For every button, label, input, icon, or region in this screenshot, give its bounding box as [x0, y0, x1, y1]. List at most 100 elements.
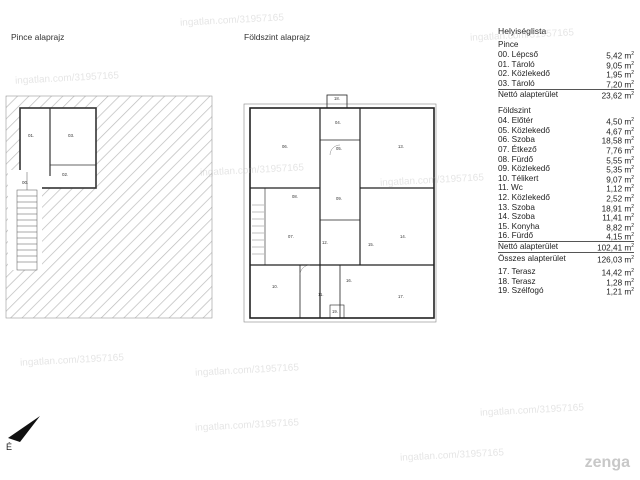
room-label-00: 00. — [22, 180, 28, 185]
room-area: 18,58 m2 — [601, 136, 634, 147]
room-area: 14,42 m2 — [601, 268, 634, 278]
foldszint-room-row: 09. Közlekedő 5,35 m2 — [498, 164, 634, 175]
foldszint-room-row: 06. Szoba 18,58 m2 — [498, 135, 634, 147]
room-area: 5,42 m2 — [606, 51, 634, 61]
foldszint-room-row: 15. Konyha 8,82 m2 — [498, 221, 634, 233]
room-label-16: 16. — [346, 278, 352, 283]
room-area: 4,67 m2 — [606, 126, 634, 137]
room-name: 14. Szoba — [498, 212, 535, 222]
watermark: ingatlan.com/31957165 — [399, 447, 505, 464]
foldszint-room-row: 08. Fürdő 5,55 m2 — [498, 154, 634, 166]
foldszint-room-row: 04. Előtér 4,50 m2 — [498, 116, 634, 127]
foldszint-room-row: 12. Közlekedő 2,52 m2 — [498, 193, 634, 204]
room-label-08: 08. — [292, 194, 298, 199]
foldszint-section-label: Földszint — [498, 105, 531, 115]
room-area: 18,91 m2 — [601, 203, 634, 214]
pince-section-label: Pince — [498, 39, 519, 49]
pince-room-row: 03. Tároló 7,20 m2 — [498, 78, 634, 90]
room-name: 05. Közlekedő — [498, 125, 550, 135]
pince-room-row: 01. Tároló 9,05 m2 — [498, 59, 634, 71]
extra-room-row: 19. Szélfogó 1,21 m2 — [498, 286, 634, 298]
room-name: 11. Wc — [498, 183, 523, 193]
foldszint-room-row: 10. Télikert 9,07 m2 — [498, 173, 634, 185]
room-area: 1,95 m2 — [606, 70, 634, 81]
room-name: 01. Tároló — [498, 59, 535, 69]
room-area: 1,12 m2 — [606, 184, 634, 195]
brand-logo: zenga — [584, 454, 630, 471]
room-area: 1,28 m2 — [606, 277, 634, 288]
room-label-11: 11. — [318, 292, 324, 297]
room-area: 1,21 m2 — [606, 287, 634, 298]
pince-room-row: 02. Közlekedő 1,95 m2 — [498, 69, 634, 81]
pince-title: Pince alaprajz — [11, 32, 65, 42]
legend-heading: Helyiséglista — [498, 26, 547, 36]
watermark: ingatlan.com/31957165 — [194, 417, 300, 434]
room-label-05: 05. — [336, 146, 342, 151]
watermark: ingatlan.com/31957165 — [479, 402, 585, 419]
room-label-12: 12. — [322, 240, 328, 245]
room-area: 9,05 m2 — [606, 60, 634, 71]
room-name: 17. Terasz — [498, 267, 536, 277]
room-name: 08. Fürdő — [498, 154, 534, 164]
room-name: 15. Konyha — [498, 221, 540, 231]
north-arrow-icon: É — [6, 416, 40, 452]
foldszint-room-row: 14. Szoba 11,41 m2 — [498, 212, 634, 223]
room-area: 9,07 m2 — [606, 174, 634, 185]
room-label-02: 02. — [62, 172, 68, 177]
north-label: É — [6, 442, 12, 452]
room-label-17: 17. — [398, 294, 404, 299]
room-area: 5,55 m2 — [606, 155, 634, 166]
room-name: 19. Szélfogó — [498, 286, 544, 296]
extra-room-row: 17. Terasz 14,42 m2 — [498, 267, 634, 278]
watermark: ingatlan.com/31957165 — [194, 362, 300, 379]
room-name: 13. Szoba — [498, 202, 535, 212]
room-area: 7,20 m2 — [606, 79, 634, 90]
room-name: 16. Fürdő — [498, 231, 534, 241]
room-name: 07. Étkező — [498, 145, 537, 155]
room-label-19: 19. — [332, 309, 338, 314]
room-label-03: 03. — [68, 133, 74, 138]
room-label-06: 06. — [282, 144, 288, 149]
room-name: 00. Lépcső — [498, 50, 539, 60]
foldszint-room-row: 16. Fürdő 4,15 m2 — [498, 231, 634, 243]
room-label-07: 07. — [288, 234, 294, 239]
extra-room-row: 18. Terasz 1,28 m2 — [498, 276, 634, 288]
room-name: 06. Szoba — [498, 135, 535, 145]
room-name: 18. Terasz — [498, 276, 536, 286]
watermark: ingatlan.com/31957165 — [19, 352, 125, 369]
room-label-15: 15. — [368, 242, 374, 247]
room-area: 8,82 m2 — [606, 222, 634, 233]
basement-floor-plan: 01. 03. 02. 00. — [5, 95, 213, 319]
room-name: 09. Közlekedő — [498, 164, 550, 174]
foldszint-room-row: 07. Étkező 7,76 m2 — [498, 145, 634, 156]
foldszint-room-row: 11. Wc 1,12 m2 — [498, 183, 634, 195]
ground-floor-plan: 06. 04. 05. 13. 07. 08. 09. 14. 10. 11. … — [243, 94, 437, 323]
room-area: 5,35 m2 — [606, 165, 634, 175]
room-label-10: 10. — [272, 284, 278, 289]
room-name: 02. Közlekedő — [498, 69, 550, 79]
foldszint-room-row: 05. Közlekedő 4,67 m2 — [498, 125, 634, 137]
room-name: 03. Tároló — [498, 78, 535, 88]
room-label-04: 04. — [335, 120, 341, 125]
room-area: 11,41 m2 — [602, 213, 634, 223]
room-name: 10. Télikert — [498, 173, 539, 183]
foldszint-title: Földszint alaprajz — [244, 32, 311, 42]
room-area: 4,50 m2 — [606, 117, 634, 127]
room-label-01: 01. — [28, 133, 34, 138]
room-name: 04. Előtér — [498, 116, 534, 126]
room-label-13: 13. — [398, 144, 404, 149]
foldszint-room-row: 13. Szoba 18,91 m2 — [498, 202, 634, 214]
room-area: 4,15 m2 — [606, 232, 634, 243]
watermark: ingatlan.com/31957165 — [179, 12, 285, 29]
room-area: 7,76 m2 — [606, 146, 634, 156]
room-area: 2,52 m2 — [606, 194, 634, 204]
room-label-18: 18. — [334, 96, 340, 101]
room-label-09: 09. — [336, 196, 342, 201]
room-name: 12. Közlekedő — [498, 193, 550, 202]
room-label-14: 14. — [400, 234, 406, 239]
pince-room-row: 00. Lépcső 5,42 m2 — [498, 50, 634, 61]
